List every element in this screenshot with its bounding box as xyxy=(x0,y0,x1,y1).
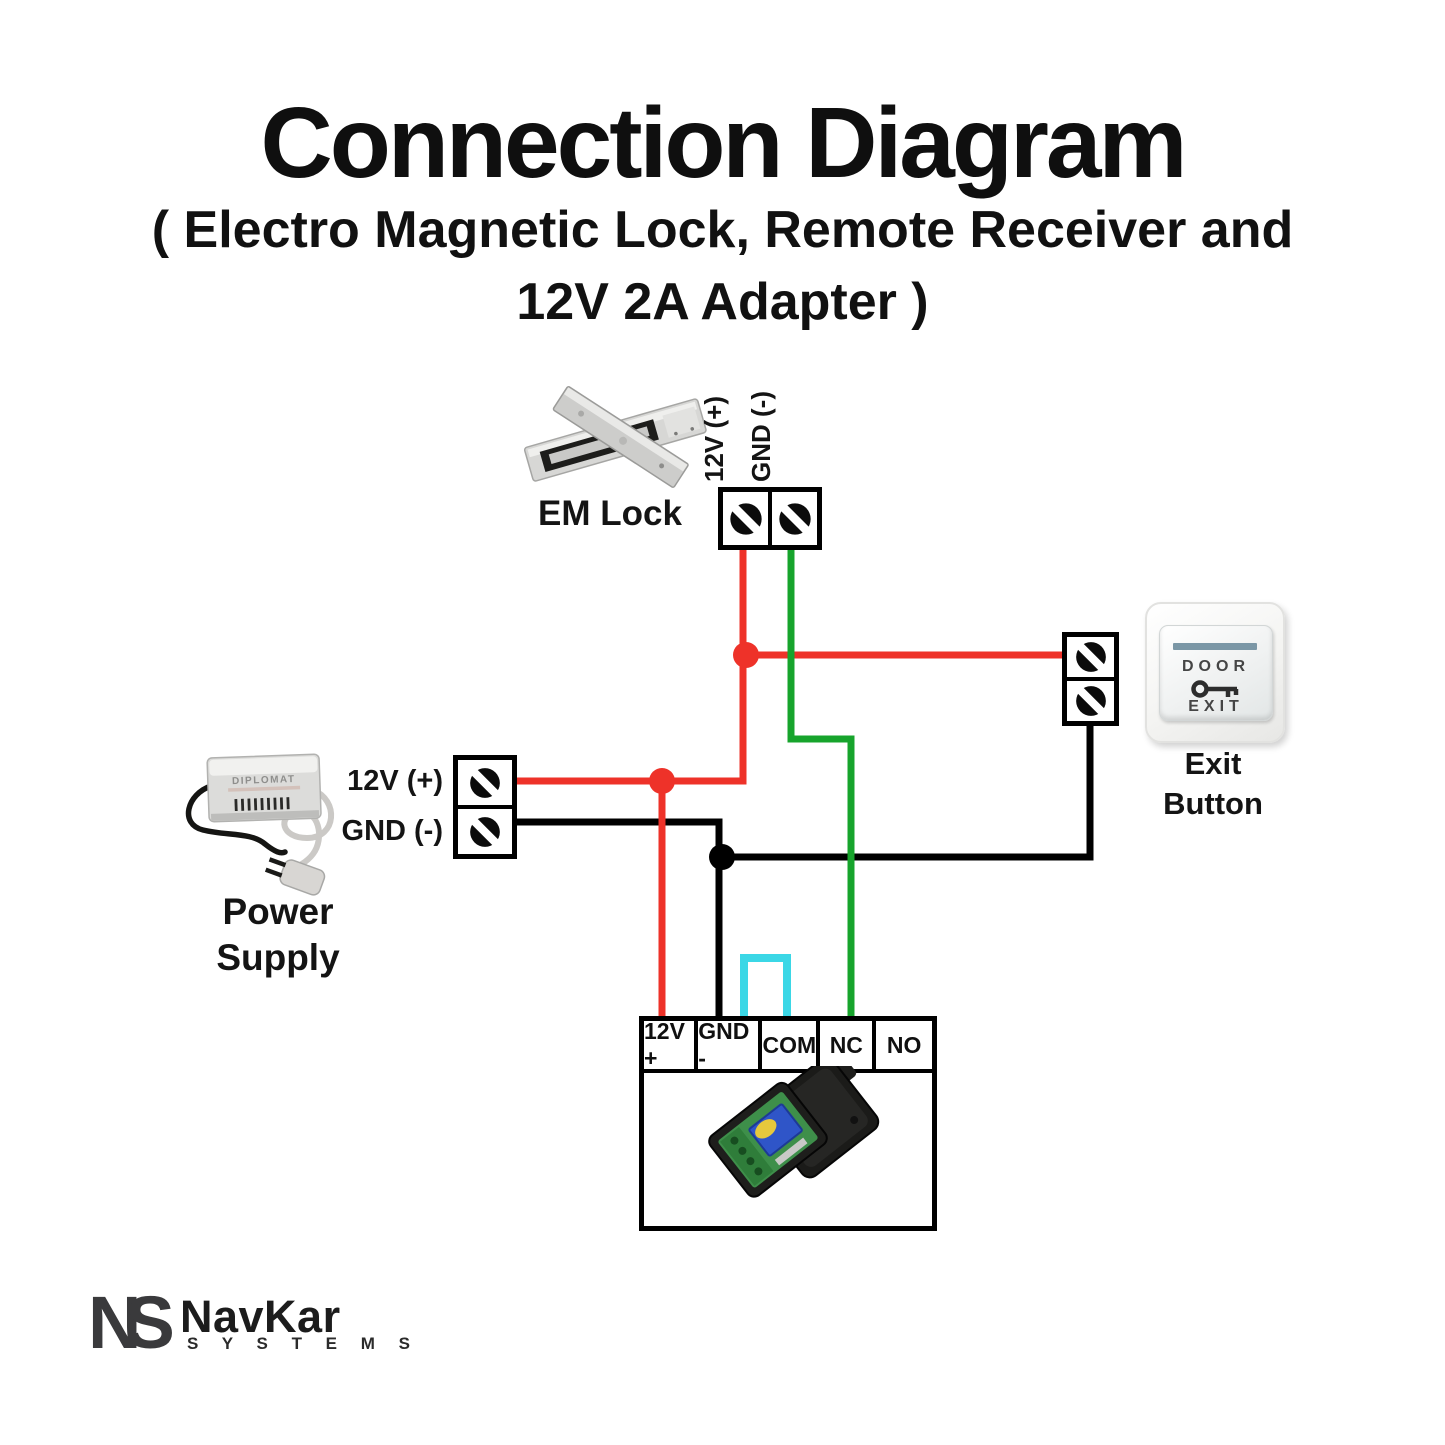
exit-button-door-text: DOOR xyxy=(1182,658,1250,675)
screw-icon xyxy=(727,500,764,537)
navkar-logo-mark: NS xyxy=(90,1284,185,1359)
svg-text:NS: NS xyxy=(90,1284,172,1359)
psu-terminal-label-gnd: GND (-) xyxy=(341,815,443,847)
power-supply-label: Power Supply xyxy=(216,891,340,978)
exit-button-image[interactable]: DOOR EXIT xyxy=(1145,602,1285,743)
wire-black-branch-to-exit xyxy=(719,724,1094,861)
screw-icon xyxy=(1073,684,1108,718)
receiver-terminal-nc: NC xyxy=(820,1021,877,1069)
page-title: Connection Diagram xyxy=(260,87,1188,199)
psu-terminal-positive xyxy=(458,760,512,809)
exit-button-face[interactable]: DOOR EXIT xyxy=(1159,625,1273,721)
screw-icon xyxy=(776,500,813,537)
key-icon xyxy=(1191,680,1239,698)
em-lock-label: EM Lock xyxy=(538,494,682,533)
receiver-terminal-12v: 12V + xyxy=(644,1018,699,1071)
em-terminal-label-12v: 12V (+) xyxy=(699,396,729,482)
junction-dot-black xyxy=(709,844,735,870)
em-lock-terminal-negative xyxy=(772,492,817,545)
junction-dot-red-exit xyxy=(733,642,759,668)
navkar-logo-subname: S Y S T E M S xyxy=(187,1334,420,1353)
page-subtitle-line2: 12V 2A Adapter ) xyxy=(516,273,929,331)
receiver-terminal-row: 12V + GND - COM NC NO xyxy=(644,1018,932,1073)
power-supply-terminal-block xyxy=(453,755,517,859)
receiver-terminal-no: NO xyxy=(886,1031,922,1058)
exit-button-exit-text: EXIT xyxy=(1188,698,1244,715)
page-subtitle-line1: ( Electro Magnetic Lock, Remote Receiver… xyxy=(151,201,1294,259)
exit-button-label: Exit Button xyxy=(1163,746,1263,821)
receiver-module-image xyxy=(708,1066,880,1198)
em-lock-terminal-block xyxy=(718,487,822,550)
exit-button-indicator-bar xyxy=(1173,643,1257,650)
screw-icon xyxy=(468,765,502,800)
wire-green-emlock-to-receiver xyxy=(787,548,855,1018)
psu-terminal-label-12v: 12V (+) xyxy=(347,765,443,797)
screw-icon xyxy=(1073,640,1108,674)
receiver-terminal-com: COM xyxy=(762,1021,821,1069)
em-terminal-label-gnd: GND (-) xyxy=(746,391,776,482)
screw-icon xyxy=(468,814,502,849)
em-lock-terminal-positive xyxy=(723,492,772,545)
psu-terminal-negative xyxy=(458,809,512,854)
receiver-terminal-gnd: GND - xyxy=(698,1018,763,1071)
exit-terminal-2 xyxy=(1067,681,1114,721)
exit-button-terminal-block xyxy=(1062,632,1119,726)
exit-terminal-1 xyxy=(1067,637,1114,681)
power-supply-image: DIPLOMAT xyxy=(185,753,334,896)
wire-cyan-jumper-gnd-com xyxy=(740,954,791,1018)
wire-red-psu-to-emlock xyxy=(515,548,747,785)
navkar-logo-name: NavKar xyxy=(180,1291,341,1342)
em-lock-image xyxy=(523,386,707,488)
svg-text:DIPLOMAT: DIPLOMAT xyxy=(232,774,296,787)
wire-black-psu-to-receiver xyxy=(515,818,723,1018)
junction-dot-red-receiver xyxy=(649,768,675,794)
